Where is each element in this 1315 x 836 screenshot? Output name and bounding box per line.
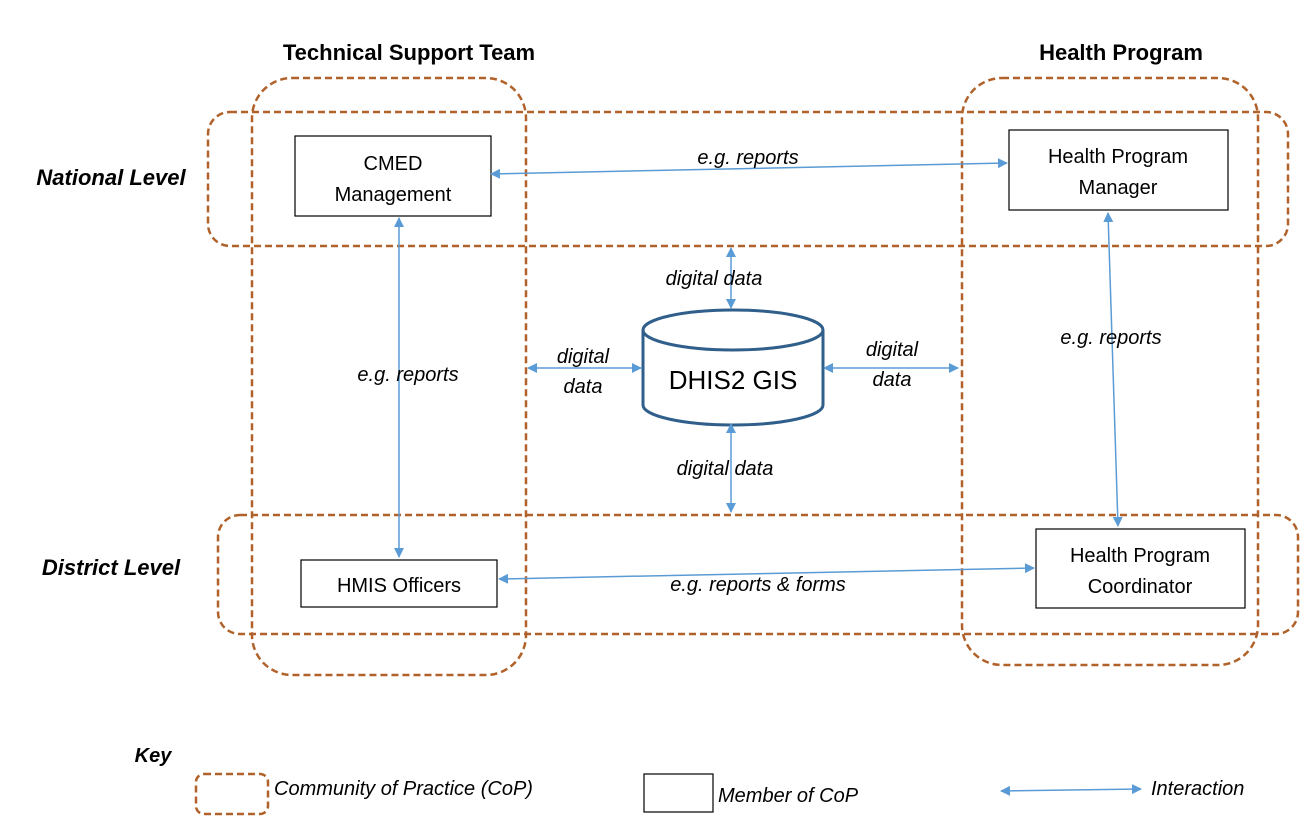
node-cmed-management: CMED Management xyxy=(294,135,492,217)
heading-health-program: Health Program xyxy=(1039,40,1203,65)
label-district-level: District Level xyxy=(42,555,181,580)
edge-label-db-bottom: digital data xyxy=(677,458,774,480)
node-health-program-manager: Health Program Manager xyxy=(1008,129,1229,211)
heading-technical-support-team: Technical Support Team xyxy=(283,40,535,65)
edge-label-db-left-line1: digital xyxy=(557,346,610,368)
edge-label-cmed-hmis: e.g. reports xyxy=(357,364,458,386)
edge-label-hmis-coordinator: e.g. reports & forms xyxy=(670,574,846,596)
legend-member-label: Member of CoP xyxy=(718,785,859,807)
arrow-hmis-coordinator xyxy=(498,563,1035,584)
node-dhis2-gis-database: DHIS2 GIS xyxy=(641,308,825,427)
edge-label-db-left-line2: data xyxy=(564,376,603,398)
legend-interaction-label: Interaction xyxy=(1151,778,1244,800)
svg-text:Health Program: Health Program xyxy=(1048,146,1188,168)
cop-district-level xyxy=(216,513,1300,636)
svg-text:CMED: CMED xyxy=(364,153,423,175)
legend-cop-swatch xyxy=(194,772,270,816)
label-national-level: National Level xyxy=(36,165,186,190)
node-health-program-coordinator: Health Program Coordinator xyxy=(1035,528,1246,609)
legend-member-swatch xyxy=(643,773,714,813)
svg-text:Manager: Manager xyxy=(1079,177,1158,199)
edge-label-db-right-line1: digital xyxy=(866,339,919,361)
edge-label-manager-coordinator: e.g. reports xyxy=(1060,327,1161,349)
legend-title: Key xyxy=(135,745,173,767)
legend: Key Community of Practice (CoP) Member o… xyxy=(135,745,1244,816)
edge-label-db-top: digital data xyxy=(666,268,763,290)
svg-text:Coordinator: Coordinator xyxy=(1088,576,1193,598)
svg-text:Management: Management xyxy=(335,184,452,206)
arrow-manager-coordinator xyxy=(1103,212,1123,527)
legend-interaction-arrow xyxy=(1000,784,1142,796)
legend-cop-label: Community of Practice (CoP) xyxy=(274,778,533,800)
node-hmis-officers: HMIS Officers xyxy=(300,559,498,608)
cop-national-level xyxy=(206,110,1290,248)
edge-label-db-right-line2: data xyxy=(873,369,912,391)
svg-text:DHIS2 GIS: DHIS2 GIS xyxy=(669,365,798,395)
svg-text:HMIS Officers: HMIS Officers xyxy=(337,575,461,597)
svg-text:Health Program: Health Program xyxy=(1070,545,1210,567)
arrow-cmed-manager xyxy=(490,158,1008,179)
cop-health-program xyxy=(960,76,1260,667)
edge-label-cmed-manager: e.g. reports xyxy=(697,147,798,169)
